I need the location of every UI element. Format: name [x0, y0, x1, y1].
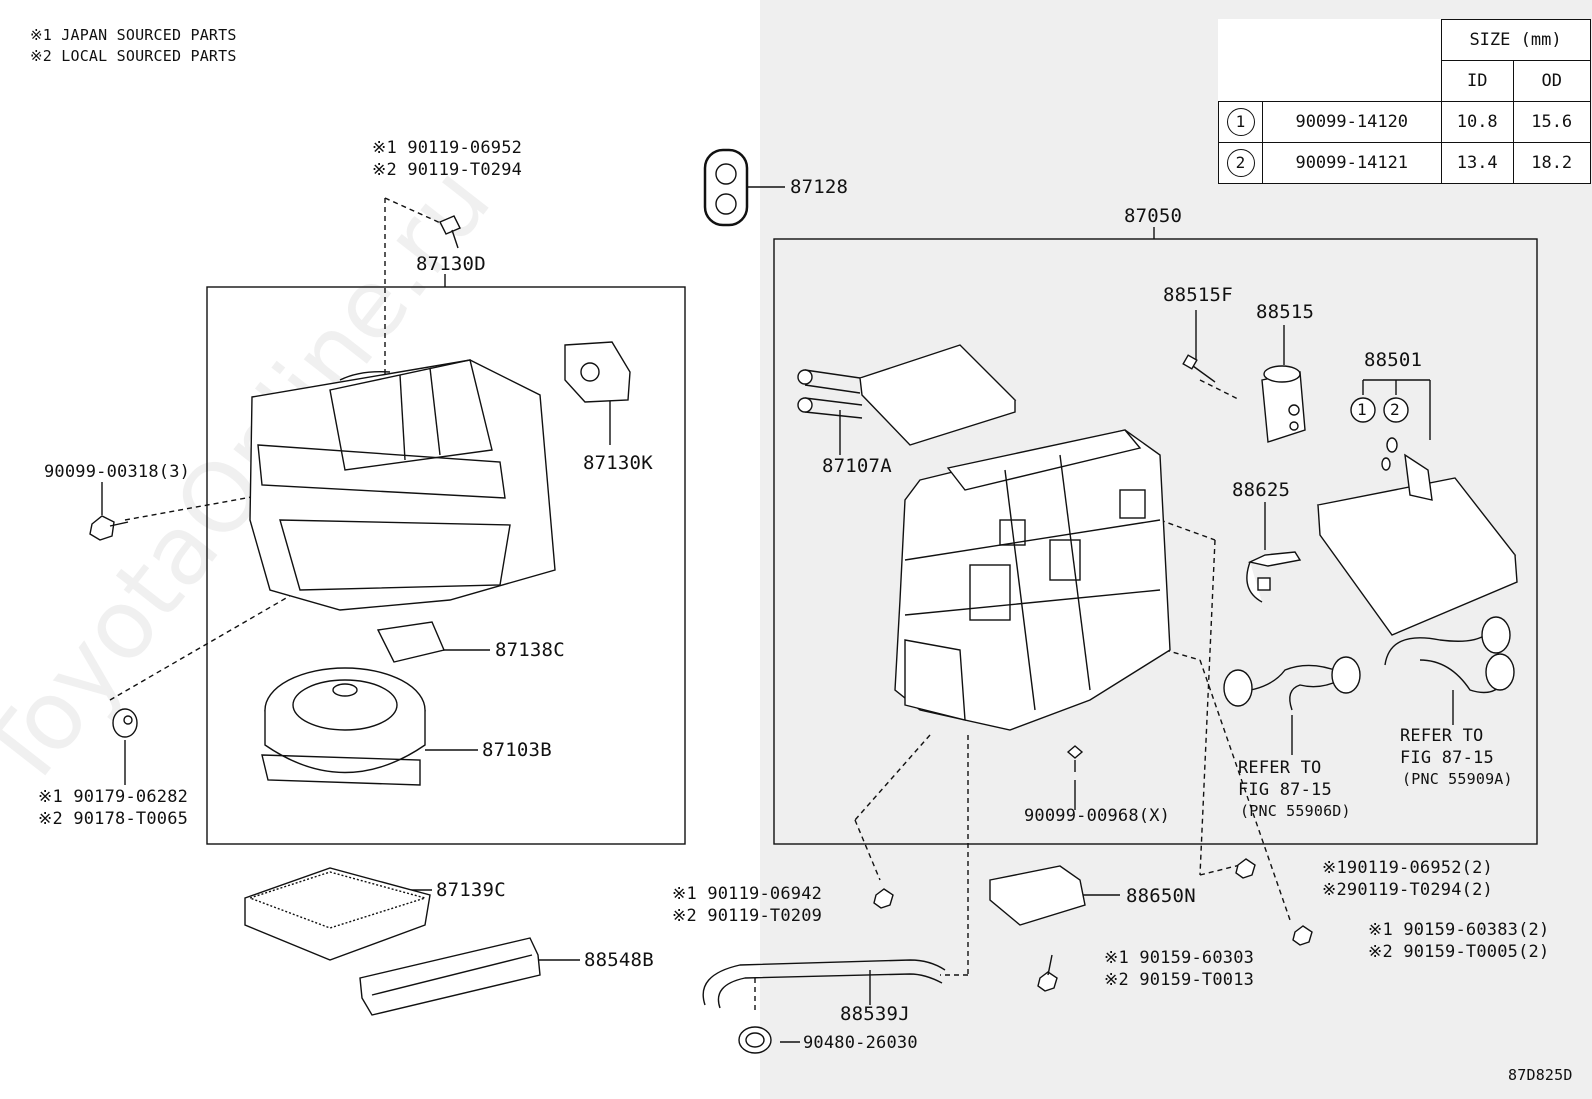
heater-unit-87050-icon: [894, 429, 1171, 731]
japan-sourced-note: ※1 JAPAN SOURCED PARTS: [30, 26, 237, 44]
part-label: 87139C: [436, 879, 506, 901]
part-label: 88515F: [1163, 284, 1233, 306]
id-cell: 10.8: [1440, 101, 1514, 143]
o-ring-marks: [1350, 397, 1409, 471]
od-cell: 18.2: [1512, 142, 1591, 184]
part-label: 87138C: [495, 639, 565, 661]
part-label: ※1 90159-60383(2): [1368, 920, 1550, 940]
part-label: 88515: [1256, 301, 1315, 323]
sensor-88625-icon: [1246, 551, 1302, 603]
part-label: ※190119-06952(2): [1322, 858, 1493, 878]
part-number-cell: 90099-14120: [1262, 101, 1442, 143]
expansion-valve-88515-icon: [1261, 365, 1306, 443]
circled-mark: 1: [1357, 400, 1367, 419]
od-cell: 15.6: [1512, 101, 1591, 143]
part-label: ※2 90159-T0005(2): [1368, 942, 1550, 962]
part-label: ※2 90119-T0294: [372, 160, 523, 180]
part-number-cell: 90099-14121: [1262, 142, 1442, 184]
part-label: 90099-00968(X): [1024, 806, 1171, 826]
servo-motor-87130K-icon: [564, 341, 631, 403]
heater-core-87107A-icon: [797, 344, 1017, 446]
refer-label: (PNC 55906D): [1240, 802, 1351, 820]
blower-motor-87103B-icon: [261, 667, 426, 786]
blower-case-87130D-icon: [249, 359, 556, 611]
part-label: ※2 90159-T0013: [1104, 970, 1255, 990]
filter-87139C-icon: [244, 867, 431, 961]
part-label: 87107A: [822, 455, 892, 477]
part-label: 87130K: [583, 452, 653, 474]
blower-assembly-box: [206, 286, 686, 845]
part-label: ※2 90178-T0065: [38, 809, 189, 829]
part-label: 90480-26030: [803, 1033, 918, 1053]
refer-label: FIG 87-15: [1400, 748, 1494, 768]
drain-hose-88539J-icon: [702, 959, 946, 1009]
refer-label: (PNC 55909A): [1402, 770, 1513, 788]
part-label: 88539J: [840, 1003, 910, 1025]
dashed-leaders: [109, 197, 1291, 1010]
local-sourced-note: ※2 LOCAL SOURCED PARTS: [30, 47, 237, 65]
refer-label: FIG 87-15: [1238, 780, 1332, 800]
id-cell: 13.4: [1440, 142, 1514, 184]
part-label: 90099-00318(3): [44, 462, 191, 482]
bolt-icon: [439, 215, 461, 249]
id-header: ID: [1440, 60, 1514, 102]
circled-mark: 2: [1390, 400, 1400, 419]
part-label: 87130D: [416, 253, 486, 275]
figure-code: 87D825D: [1508, 1066, 1573, 1084]
grommet-90480-icon: [738, 1026, 772, 1054]
part-label: 88501: [1364, 349, 1423, 371]
table-row: 2 90099-14121 13.4 18.2: [1218, 142, 1591, 184]
part-label: 87050: [1124, 205, 1183, 227]
screw-icon: [89, 515, 129, 541]
screw-icon: [1066, 745, 1084, 772]
circled-number: 2: [1226, 149, 1255, 177]
wire-harness-icon: [1384, 616, 1515, 694]
bolt-88515F-icon: [1182, 354, 1216, 383]
part-label: ※1 90119-06942: [672, 884, 823, 904]
heater-unit-box: [773, 238, 1538, 845]
part-label: 88650N: [1126, 885, 1196, 907]
evaporator-88501-icon: [1316, 453, 1518, 636]
circled-number: 1: [1226, 108, 1255, 136]
resistor-87138C-icon: [376, 621, 445, 663]
part-label: 88625: [1232, 479, 1291, 501]
hose-size-table: SIZE (mm) ID OD 1 90099-14120 10.8 15.6 …: [1218, 19, 1591, 184]
filter-88548B-icon: [359, 937, 541, 1016]
part-label: ※1 90119-06952: [372, 138, 523, 158]
refer-label: REFER TO: [1238, 758, 1322, 778]
nut-icon: [112, 708, 138, 738]
part-label: ※1 90159-60303: [1104, 948, 1255, 968]
solid-leaders: [101, 186, 1454, 1043]
od-header: OD: [1512, 60, 1591, 102]
refer-label: REFER TO: [1400, 726, 1484, 746]
part-label: ※290119-T0294(2): [1322, 880, 1493, 900]
part-label: 87128: [790, 176, 849, 198]
bolt-icon: [873, 858, 1313, 992]
size-header: SIZE (mm): [1440, 19, 1591, 61]
part-label: 88548B: [584, 949, 654, 971]
part-label: ※1 90179-06282: [38, 787, 189, 807]
wire-harness-icon: [1223, 656, 1361, 711]
grommet-87128-icon: [703, 148, 749, 227]
amplifier-88650N-icon: [989, 865, 1086, 926]
part-label: 87103B: [482, 739, 552, 761]
part-label: ※2 90119-T0209: [672, 906, 823, 926]
table-row: 1 90099-14120 10.8 15.6: [1218, 101, 1591, 143]
